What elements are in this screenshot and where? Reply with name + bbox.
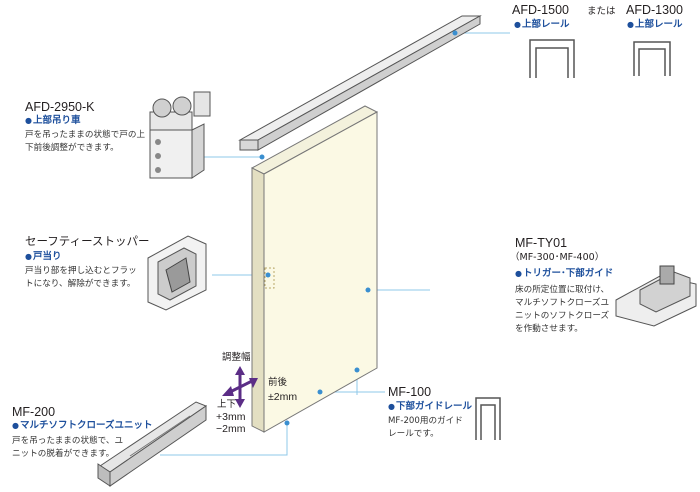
trigger-code: MF-TY01 <box>515 236 568 250</box>
adjust-fb-label: 前後 <box>268 377 288 388</box>
guide-rail-profile <box>475 397 501 440</box>
trigger-drawing <box>615 265 697 327</box>
hanger-drawing <box>149 91 211 179</box>
stopper-drawing <box>147 235 207 311</box>
trigger-name: トリガー･下部ガイド <box>515 268 613 280</box>
rail-profile-afd1300 <box>633 41 671 76</box>
rail-name-2: 上部レール <box>627 19 683 31</box>
top-rail-drawing <box>238 15 482 151</box>
hanger-desc: 戸を吊ったままの状態で戸の上下前後調整ができます。 <box>25 130 146 153</box>
adjust-fb-value: ±2mm <box>268 391 298 403</box>
stopper-title: セーフティーストッパー <box>25 236 150 248</box>
guide-code: MF-100 <box>388 385 432 399</box>
closer-desc: 戸を吊ったままの状態で、ユニットの脱着ができます。 <box>12 436 124 459</box>
adjust-ud-value-2: −2mm <box>216 423 246 435</box>
adjust-title: 調整幅 <box>222 352 251 363</box>
closer-code: MF-200 <box>12 405 56 419</box>
adjust-ud-label: 上下 <box>217 399 237 410</box>
closer-drawing <box>97 401 208 487</box>
adjust-ud-value-1: +3mm <box>216 411 246 423</box>
rail-or-text: または <box>587 6 616 17</box>
hanger-name: 上部吊り車 <box>25 115 81 127</box>
adjust-arrows <box>222 366 258 408</box>
rail-profile-afd1500 <box>529 39 575 78</box>
guide-name: 下部ガイドレール <box>388 401 472 413</box>
rail-name-1: 上部レール <box>514 19 570 31</box>
trigger-desc: 床の所定位置に取付け、マルチソフトクローズユニットのソフトクローズを作動させます… <box>515 285 610 334</box>
trigger-models: （MF-300･MF-400） <box>510 252 605 263</box>
door-drawing <box>250 105 379 433</box>
stopper-desc: 戸当り部を押し込むとフラットになり、解除ができます。 <box>25 266 137 289</box>
guide-desc: MF-200用のガイドレールです。 <box>388 416 463 439</box>
closer-name: マルチソフトクローズユニット <box>12 420 153 432</box>
stopper-name: 戸当り <box>25 251 62 263</box>
rail-code-2: AFD-1300 <box>626 3 683 17</box>
hanger-code: AFD-2950-K <box>25 100 95 114</box>
rail-code-1: AFD-1500 <box>512 3 569 17</box>
